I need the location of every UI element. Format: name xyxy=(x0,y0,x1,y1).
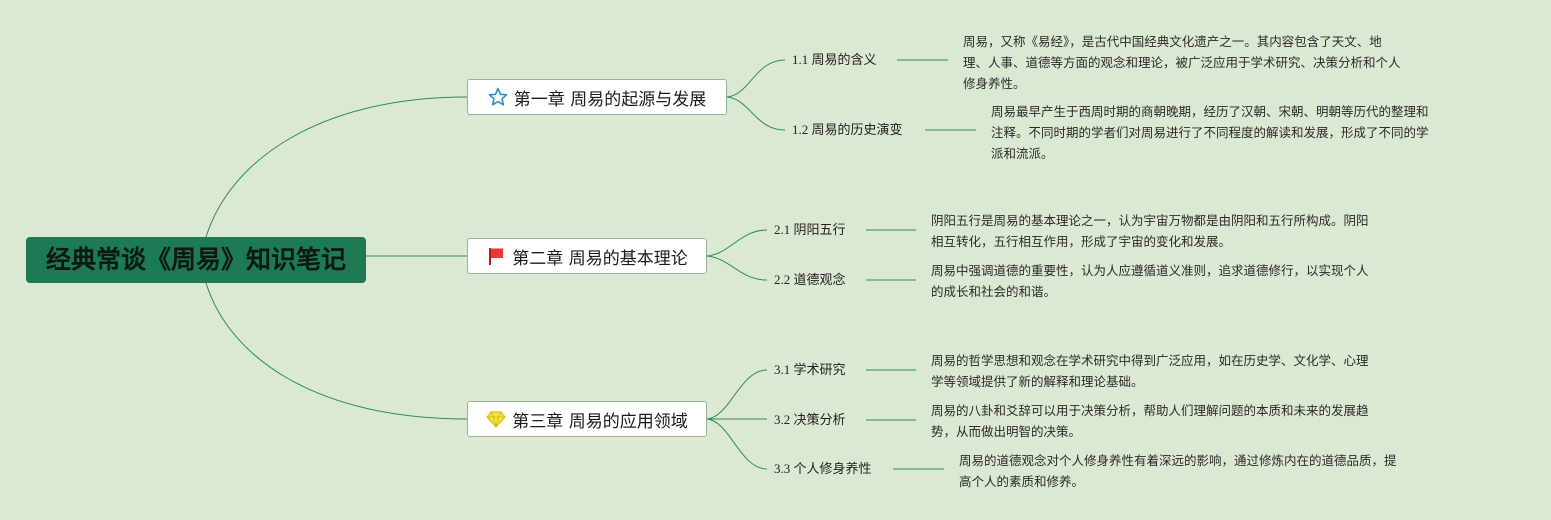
connector-root-ch1 xyxy=(205,96,468,238)
section-2-1-label[interactable]: 2.1 阴阳五行 xyxy=(774,222,846,237)
chapter-2-node[interactable]: 第二章 周易的基本理论 xyxy=(467,238,707,274)
section-1-1-label[interactable]: 1.1 周易的含义 xyxy=(792,52,877,67)
section-2-2-description[interactable]: 周易中强调道德的重要性，认为人应遵循道义准则，追求道德修行，以实现个人 的成长和… xyxy=(931,260,1369,302)
connector-ch3-s1 xyxy=(706,369,768,420)
connector-ch1-s1 xyxy=(726,59,786,98)
connector-root-ch3 xyxy=(205,282,468,420)
description-line: 势，从而做出明智的决策。 xyxy=(931,424,1082,439)
section-1-2-label[interactable]: 1.2 周易的历史演变 xyxy=(792,122,903,137)
description-line: 周易的八卦和爻辞可以用于决策分析，帮助人们理解问题的本质和未来的发展趋 xyxy=(931,403,1369,418)
section-3-3-label[interactable]: 3.3 个人修身养性 xyxy=(774,461,872,476)
section-2-2-label[interactable]: 2.2 道德观念 xyxy=(774,272,846,287)
description-line: 注释。不同时期的学者们对周易进行了不同程度的解读和发展，形成了不同的学 xyxy=(991,125,1429,140)
connector-ch1-s2 xyxy=(726,96,786,131)
connector-ch2-s1 xyxy=(706,229,768,257)
star-icon xyxy=(488,87,508,107)
connector-ch2-s2 xyxy=(706,255,768,281)
chapter-3-node[interactable]: 第三章 周易的应用领域 xyxy=(467,401,707,437)
diamond-icon xyxy=(486,409,506,429)
description-line: 的成长和社会的和谐。 xyxy=(931,284,1057,299)
chapter-3-title: 第三章 周易的应用领域 xyxy=(512,411,688,432)
description-line: 修身养性。 xyxy=(963,76,1026,91)
description-line: 理、人事、道德等方面的观念和理论，被广泛应用于学术研究、决策分析和个人 xyxy=(963,55,1401,70)
section-3-1-label[interactable]: 3.1 学术研究 xyxy=(774,362,846,377)
connector-ch3-s3 xyxy=(706,418,768,470)
section-3-2-description[interactable]: 周易的八卦和爻辞可以用于决策分析，帮助人们理解问题的本质和未来的发展趋 势，从而… xyxy=(931,400,1369,442)
chapter-1-title: 第一章 周易的起源与发展 xyxy=(513,89,707,110)
description-line: 周易最早产生于西周时期的商朝晚期，经历了汉朝、宋朝、明朝等历代的整理和 xyxy=(991,104,1429,119)
section-3-3-description[interactable]: 周易的道德观念对个人修身养性有着深远的影响，通过修炼内在的道德品质，提 高个人的… xyxy=(959,450,1397,492)
section-1-2-description[interactable]: 周易最早产生于西周时期的商朝晚期，经历了汉朝、宋朝、明朝等历代的整理和 注释。不… xyxy=(991,101,1429,164)
description-line: 周易的哲学思想和观念在学术研究中得到广泛应用，如在历史学、文化学、心理 xyxy=(931,353,1369,368)
description-line: 阴阳五行是周易的基本理论之一，认为宇宙万物都是由阴阳和五行所构成。阴阳 xyxy=(931,213,1369,228)
description-line: 相互转化，五行相互作用，形成了宇宙的变化和发展。 xyxy=(931,234,1232,249)
section-3-2-label[interactable]: 3.2 决策分析 xyxy=(774,412,846,427)
section-3-1-description[interactable]: 周易的哲学思想和观念在学术研究中得到广泛应用，如在历史学、文化学、心理 学等领域… xyxy=(931,350,1369,392)
section-1-1-description[interactable]: 周易，又称《易经》，是古代中国经典文化遗产之一。其内容包含了天文、地 理、人事、… xyxy=(963,31,1401,94)
description-line: 周易的道德观念对个人修身养性有着深远的影响，通过修炼内在的道德品质，提 xyxy=(959,453,1397,468)
description-line: 学等领域提供了新的解释和理论基础。 xyxy=(931,374,1144,389)
description-line: 周易，又称《易经》，是古代中国经典文化遗产之一。其内容包含了天文、地 xyxy=(963,34,1382,49)
red-flag-icon xyxy=(486,246,506,266)
section-2-1-description[interactable]: 阴阳五行是周易的基本理论之一，认为宇宙万物都是由阴阳和五行所构成。阴阳 相互转化… xyxy=(931,210,1369,252)
description-line: 派和流派。 xyxy=(991,146,1054,161)
chapter-1-node[interactable]: 第一章 周易的起源与发展 xyxy=(467,79,727,115)
description-line: 周易中强调道德的重要性，认为人应遵循道义准则，追求道德修行，以实现个人 xyxy=(931,263,1369,278)
chapter-2-title: 第二章 周易的基本理论 xyxy=(512,248,688,269)
root-topic[interactable]: 经典常谈《周易》知识笔记 xyxy=(26,237,366,283)
description-line: 高个人的素质和修养。 xyxy=(959,474,1085,489)
